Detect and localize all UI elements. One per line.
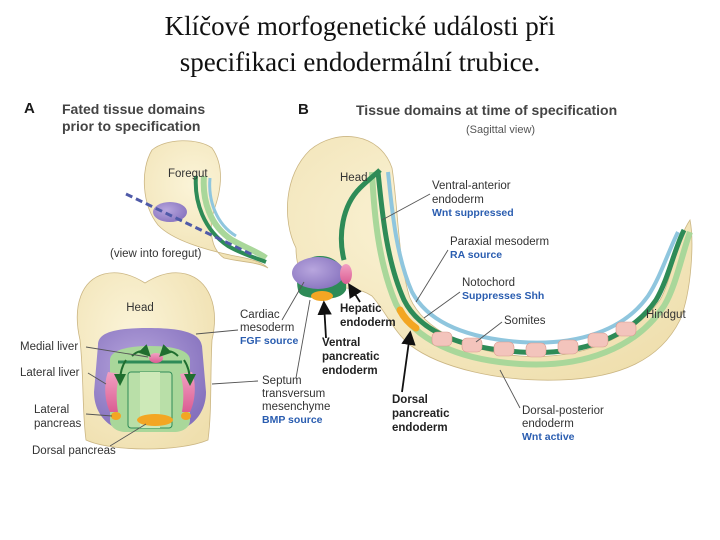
hepatic-endoderm-label-1: Hepatic — [340, 303, 382, 315]
hepatic-arrow — [348, 282, 362, 303]
cross-section-lateral-pancreas-left — [111, 412, 121, 420]
somite — [615, 321, 637, 337]
dorsal-posterior-leader — [499, 369, 521, 409]
sagittal-paraxial-mesoderm-band — [369, 171, 693, 368]
sagittal-ventral-anterior-endoderm — [338, 168, 382, 261]
ventral-pancreatic-label-1: Ventral — [322, 337, 360, 349]
dorsal-pancreas-label: Dorsal pancreas — [32, 445, 116, 457]
septum-label-3: mesenchyme — [262, 401, 330, 413]
sagittal-dorsal-pancreatic-endoderm — [396, 306, 420, 332]
sagittal-notochord-band — [386, 171, 680, 345]
medial-liver-label: Medial liver — [20, 341, 78, 353]
cardiac-mesoderm-label-1: Cardiac — [240, 309, 280, 321]
sagittal-dorsal-endoderm — [375, 171, 687, 356]
foregut-cardiac-patch — [153, 202, 187, 222]
foregut-embryo-small: Foregut (view into foregut) — [110, 140, 269, 269]
cross-section-dorsal-pancreas — [137, 414, 173, 426]
dorsal-pancreas-leader — [109, 423, 147, 447]
cardiac-to-section-leader — [195, 329, 239, 335]
view-into-foregut-label: (view into foregut) — [110, 248, 202, 260]
sagittal-hepatic-endoderm — [340, 264, 352, 284]
somite — [525, 342, 547, 358]
notochord-label: Notochord — [462, 277, 515, 289]
dorsal-pancreatic-label-1: Dorsal — [392, 394, 428, 406]
slide-title: Klíčové morfogenetické události při spec… — [0, 8, 720, 80]
panel-b-sagittal-label: (Sagittal view) — [466, 124, 535, 136]
panel-b-letter: B — [298, 101, 309, 118]
dorsal-pancreatic-label-3: endoderm — [392, 422, 448, 434]
cardiac-leader — [281, 281, 305, 321]
ventral-anterior-label-1: Ventral-anterior — [432, 180, 511, 192]
panel-a-heading-line-1: Fated tissue domains — [62, 101, 205, 117]
somites-label: Somites — [504, 315, 546, 327]
dorsal-pancreatic-arrow — [401, 330, 416, 393]
suppresses-shh-label: Suppresses Shh — [462, 290, 544, 302]
somite — [493, 341, 515, 357]
sagittal-embryo — [287, 136, 693, 381]
ra-source-label: RA source — [450, 249, 502, 261]
ventral-pancreatic-label-2: pancreatic — [322, 351, 380, 363]
cardiac-mesoderm-label-2: mesoderm — [240, 322, 294, 334]
title-line-2: specifikaci endodermální trubice. — [179, 47, 541, 77]
notochord-leader — [423, 291, 461, 319]
lateral-pancreas-leader — [85, 413, 113, 417]
panel-a: A Fated tissue domains prior to specific… — [20, 100, 269, 457]
foregut-endoderm-band — [193, 175, 267, 264]
hindgut-label: Hindgut — [646, 309, 686, 321]
foregut-notochord-band — [208, 177, 237, 238]
paraxial-leader — [415, 249, 449, 303]
foregut-label: Foregut — [168, 168, 208, 180]
septum-label-2: transversum — [262, 388, 325, 400]
somite — [587, 332, 609, 348]
septum-label-1: Septum — [262, 375, 302, 387]
somite — [557, 339, 579, 355]
foregut-view-plane-line — [125, 192, 256, 258]
somites-leader — [475, 321, 503, 343]
cross-section-head-label: Head — [126, 302, 154, 314]
septum-to-section-leader — [211, 380, 259, 385]
ventral-pancreatic-label-3: endoderm — [322, 365, 378, 377]
foregut-cross-section: Head — [76, 272, 215, 450]
foregut-mesoderm-band — [200, 175, 268, 261]
ventral-anterior-label-2: endoderm — [432, 194, 484, 206]
migration-arrow-left — [114, 359, 127, 386]
somite — [431, 331, 453, 347]
panel-a-letter: A — [24, 100, 35, 117]
sagittal-cardiac-mesoderm — [292, 257, 344, 289]
panel-a-heading-line-2: prior to specification — [62, 118, 200, 134]
title-line-1: Klíčové morfogenetické události při — [164, 11, 556, 41]
dorsal-pancreatic-label-2: pancreatic — [392, 408, 450, 420]
fgf-source-label: FGF source — [240, 335, 299, 347]
ventral-anterior-leader — [381, 193, 431, 221]
cross-section-lateral-pancreas-right — [181, 412, 191, 420]
sagittal-head-label: Head — [340, 172, 368, 184]
medial-liver-leader — [85, 346, 149, 358]
migration-arrow-right — [183, 359, 196, 386]
wnt-active-label: Wnt active — [522, 431, 575, 443]
somites — [431, 321, 637, 358]
panel-b: B Tissue domains at time of specificatio… — [195, 101, 693, 443]
sagittal-ventral-pancreatic-endoderm — [311, 291, 333, 301]
migration-arrow-medial-right — [159, 344, 179, 357]
dorsal-posterior-label-1: Dorsal-posterior — [522, 405, 604, 417]
hepatic-endoderm-label-2: endoderm — [340, 317, 396, 329]
paraxial-mesoderm-label: Paraxial mesoderm — [450, 236, 549, 248]
lateral-liver-leader — [87, 372, 107, 385]
lateral-pancreas-label-1: Lateral — [34, 404, 69, 416]
wnt-suppressed-label: Wnt suppressed — [432, 207, 514, 219]
dorsal-posterior-label-2: endoderm — [522, 418, 574, 430]
cross-section-medial-liver — [149, 353, 163, 363]
lateral-liver-label: Lateral liver — [20, 367, 80, 379]
bmp-source-label: BMP source — [262, 414, 323, 426]
lateral-pancreas-label-2: pancreas — [34, 418, 82, 430]
septum-leader — [295, 299, 311, 379]
panel-b-heading: Tissue domains at time of specification — [356, 102, 617, 118]
ventral-pancreatic-arrow — [317, 300, 332, 339]
